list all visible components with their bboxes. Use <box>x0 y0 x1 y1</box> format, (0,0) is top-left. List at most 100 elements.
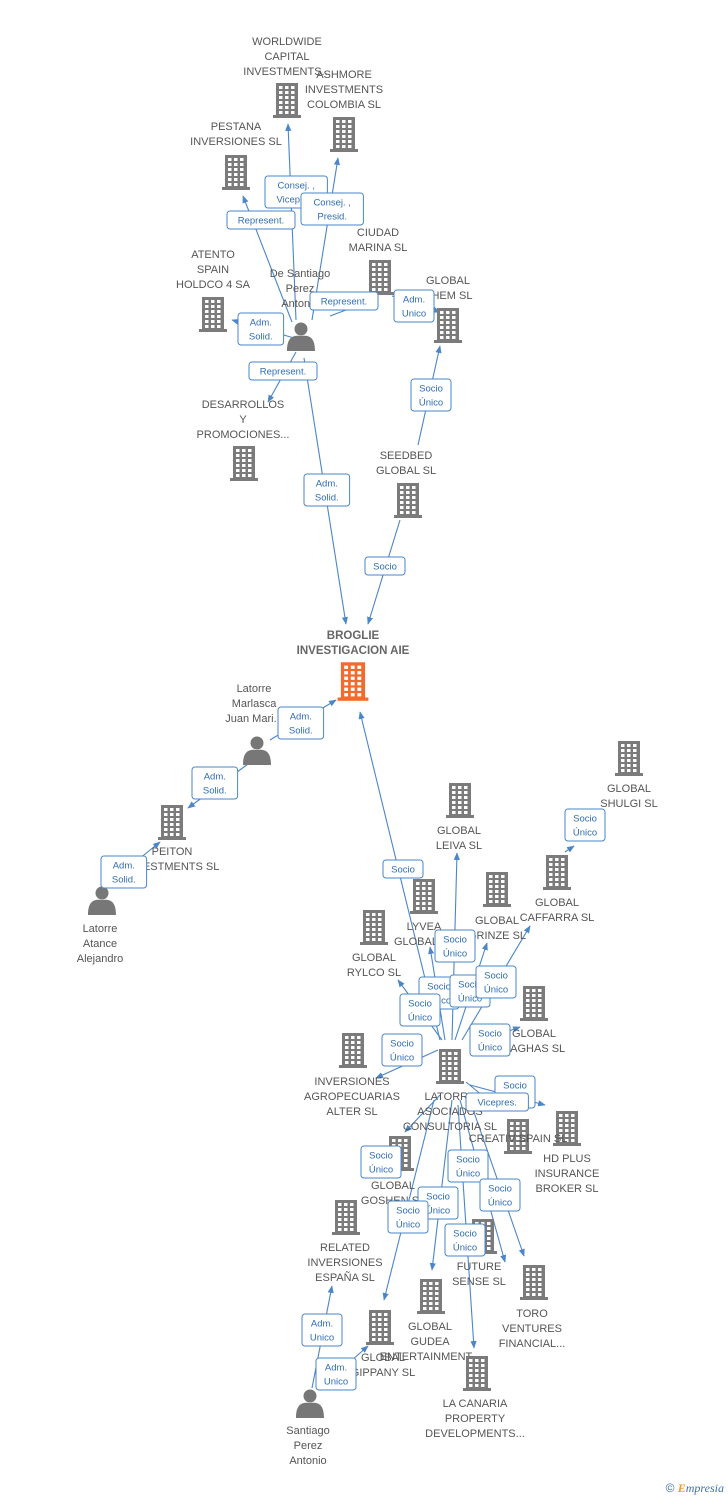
brand-logo: Empresia <box>677 1481 724 1495</box>
building-icon <box>520 986 548 1021</box>
node-creativ[interactable]: CREATIV SPAIN SL <box>469 1119 568 1154</box>
edge-label-box[interactable]: Represent. <box>309 291 379 311</box>
edge-labels-layer: Consej. ,Vicepres.Consej. ,Presid. Repres… <box>100 175 606 1391</box>
edge-label-text: Adm.Solid. <box>315 479 339 504</box>
edge-label-box[interactable]: Adm.Solid. <box>191 766 239 800</box>
edge-label-box[interactable]: Adm.Solid. <box>100 855 148 889</box>
building-icon <box>273 83 301 118</box>
edge-label-box[interactable]: Represent. <box>226 210 296 230</box>
edge-line <box>467 1094 525 1257</box>
building-icon <box>332 1200 360 1235</box>
edge-label-box[interactable]: Adm.Unico <box>301 1313 343 1347</box>
edge-label-box[interactable]: Vicepres. <box>465 1092 529 1112</box>
edge-label-text: Represent. <box>321 297 367 308</box>
edge-label-text: Represent. <box>238 216 284 227</box>
building-icon <box>366 1310 394 1345</box>
edge-label-box[interactable]: Adm.Unico <box>393 289 435 323</box>
building-icon <box>436 1049 464 1084</box>
edge-label-text: Socio <box>391 865 415 876</box>
building-icon <box>222 155 250 190</box>
edge-label-box[interactable]: Adm.Solid. <box>237 312 285 346</box>
edge-label-box[interactable]: Socio <box>364 556 406 576</box>
edge-label-box[interactable]: Adm.Solid. <box>303 473 351 507</box>
building-icon <box>483 872 511 907</box>
building-icon <box>615 741 643 776</box>
edge-label-box[interactable]: Consej. ,Presid. <box>300 192 364 226</box>
edge-label-text: Adm.Solid. <box>112 861 136 886</box>
building-icon <box>434 308 462 343</box>
building-icon <box>553 1111 581 1146</box>
footer-brand[interactable]: © Empresia <box>666 1481 724 1496</box>
edge-label-text: Consej. ,Presid. <box>313 198 351 223</box>
building-icon <box>360 910 388 945</box>
edge-label-text: Consej. ,Vicepres. <box>276 181 315 206</box>
person-icon <box>243 736 271 765</box>
building-icon <box>158 805 186 840</box>
edge-label-box[interactable]: Adm.Solid. <box>277 706 325 740</box>
edge-label-box[interactable]: Adm.Unico <box>315 1357 357 1391</box>
edge-label-box[interactable]: Represent. <box>248 361 318 381</box>
edge-label-text: Represent. <box>260 367 306 378</box>
edge-label-box[interactable]: Socio <box>382 859 424 879</box>
